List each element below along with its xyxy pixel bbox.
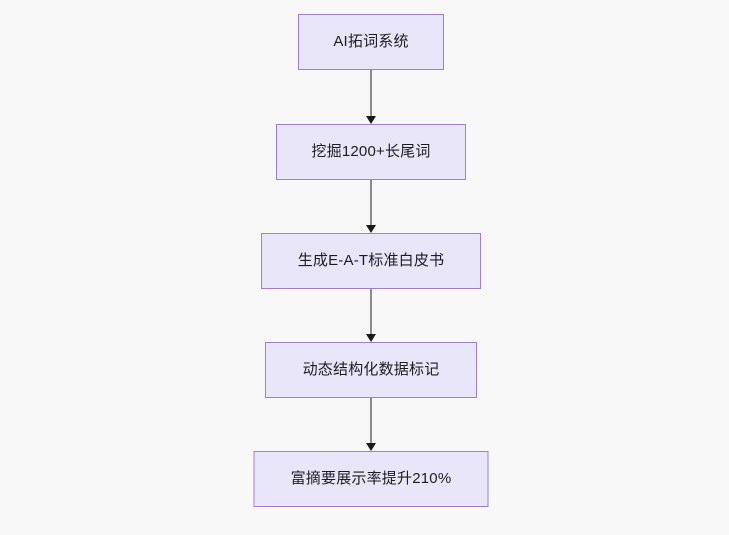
arrowhead-icon (366, 334, 376, 342)
connector-line (370, 398, 372, 443)
connector-line (370, 70, 372, 116)
flow-node-rich-snippet-result[interactable]: 富摘要展示率提升210% (253, 451, 489, 507)
flow-node-longtail-keywords[interactable]: 挖掘1200+长尾词 (276, 124, 466, 180)
arrowhead-icon (366, 443, 376, 451)
flow-node-eat-whitepaper[interactable]: 生成E-A-T标准白皮书 (261, 233, 481, 289)
flow-node-label: 富摘要展示率提升210% (290, 470, 452, 487)
arrowhead-icon (366, 225, 376, 233)
connector-n3-n4 (364, 289, 378, 342)
connector-n1-n2 (364, 70, 378, 124)
connector-n4-n5 (364, 398, 378, 451)
flow-node-label: AI拓词系统 (333, 33, 409, 50)
flow-node-label: 动态结构化数据标记 (302, 361, 440, 378)
connector-n2-n3 (364, 180, 378, 233)
flow-node-ai-keyword-system[interactable]: AI拓词系统 (298, 14, 444, 70)
flow-node-label: 生成E-A-T标准白皮书 (297, 252, 445, 269)
arrowhead-icon (366, 116, 376, 124)
flow-node-label: 挖掘1200+长尾词 (311, 143, 431, 160)
flow-node-structured-data-markup[interactable]: 动态结构化数据标记 (265, 342, 477, 398)
connector-line (370, 180, 372, 225)
connector-line (370, 289, 372, 334)
